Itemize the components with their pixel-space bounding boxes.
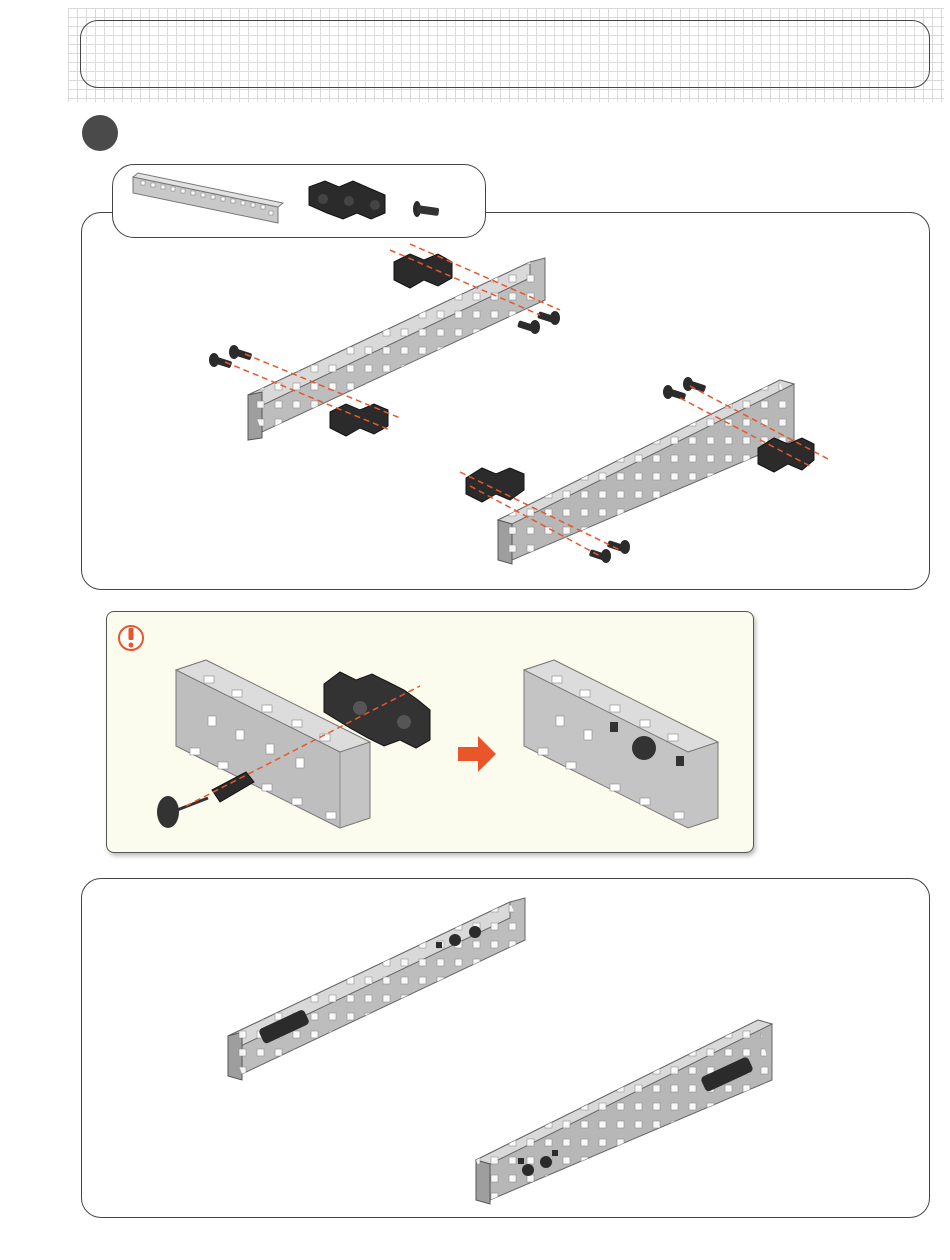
assembled-beam-lower (476, 1020, 772, 1204)
part-pin-icon (413, 201, 439, 217)
part-connector-icon (309, 181, 385, 219)
parts-list-box (112, 164, 486, 238)
part-beam-icon (133, 173, 283, 223)
parts-illustration (113, 165, 487, 239)
assembled-beam-upper (228, 898, 525, 1080)
